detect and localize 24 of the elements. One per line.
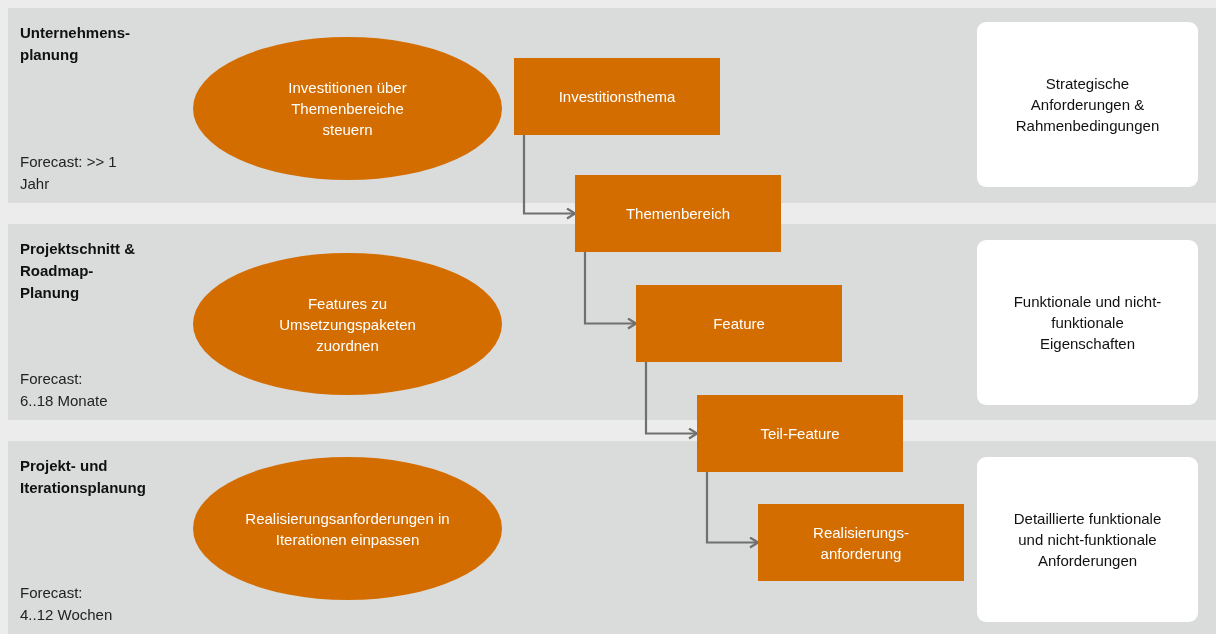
arrow <box>705 472 760 549</box>
process-ellipse: Realisierungsanforderungen in Iterationen einpassen <box>193 457 502 600</box>
swimlane-band <box>8 8 1216 203</box>
arrow <box>522 135 577 220</box>
description-card: Funktionale und nicht-funktionale Eigenschaften <box>977 240 1198 405</box>
process-ellipse: Investitionen über Themenbereiche steuern <box>193 37 502 180</box>
arrow <box>644 362 699 440</box>
lane-heading: Projektschnitt & Roadmap- Planung <box>20 239 136 303</box>
lane-heading: Projekt- und Iterationsplanung <box>20 456 147 498</box>
description-card: Detaillierte funktionale und nicht-funktionale Anforderungen <box>977 457 1198 622</box>
process-box: Realisierungs- anforderung <box>758 504 964 581</box>
swimlane-band <box>8 224 1216 420</box>
lane-heading: Unternehmens- planung <box>20 23 132 65</box>
process-box: Feature <box>636 285 842 362</box>
swimlane-band <box>8 441 1216 634</box>
process-box: Themenbereich <box>575 175 781 252</box>
arrow <box>583 252 638 330</box>
forecast-text: Forecast: >> 1 Jahr <box>20 152 118 194</box>
process-ellipse: Features zu Umsetzungspaketen zuordnen <box>193 253 502 395</box>
process-box: Investitionsthema <box>514 58 720 135</box>
forecast-text: Forecast: 4..12 Wochen <box>20 583 114 625</box>
description-card: Strategische Anforderungen & Rahmenbedingungen <box>977 22 1198 187</box>
forecast-text: Forecast: 6..18 Monate <box>20 369 109 411</box>
process-box: Teil-Feature <box>697 395 903 472</box>
